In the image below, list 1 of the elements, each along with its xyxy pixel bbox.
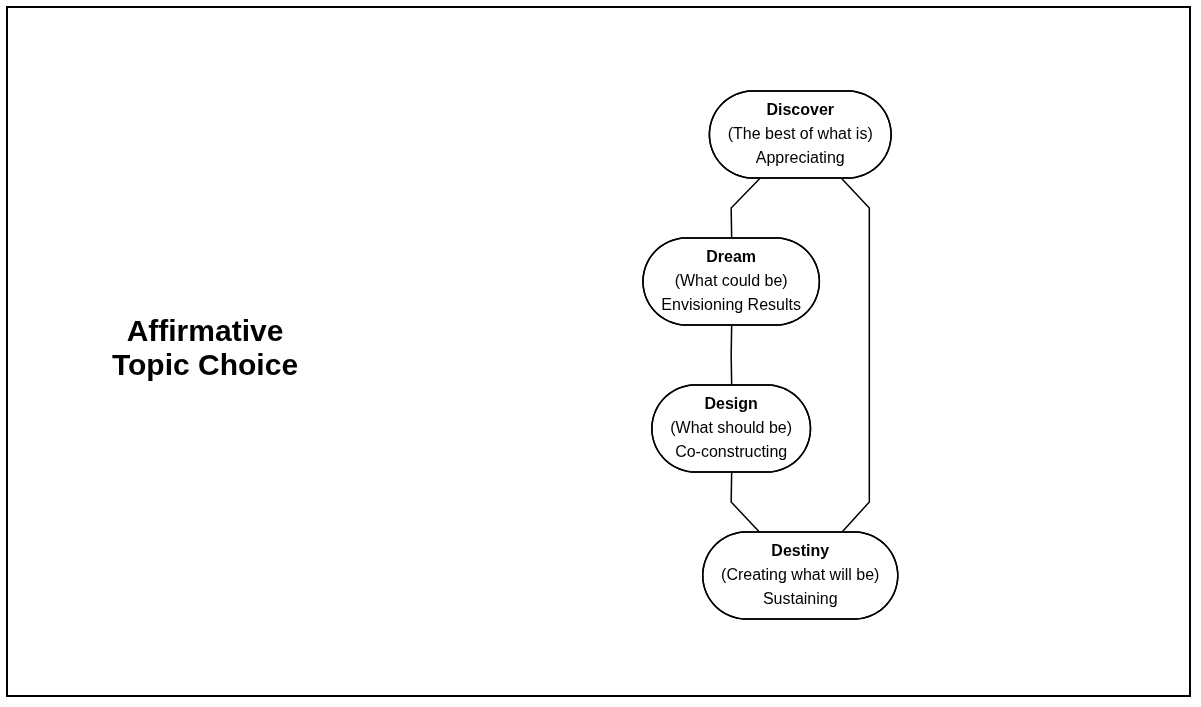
connector	[730, 177, 761, 240]
